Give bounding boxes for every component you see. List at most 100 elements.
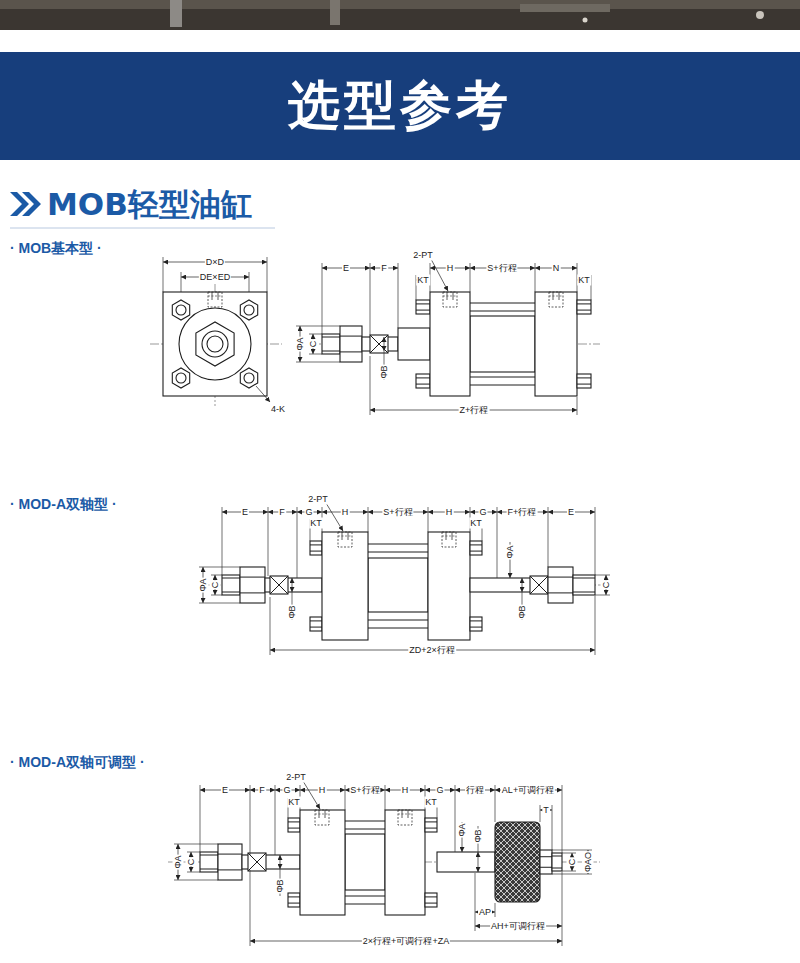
part-edge [552, 856, 562, 857]
part-outline [310, 541, 322, 555]
extension-line [595, 595, 610, 596]
part-edge [470, 627, 482, 628]
part-edge [240, 592, 265, 593]
extension-line [398, 263, 399, 328]
part-outline [573, 575, 595, 595]
part-edge [200, 869, 218, 870]
extension-line [495, 785, 496, 822]
extension-line [540, 805, 541, 822]
extension-line [250, 870, 251, 946]
part-edge [470, 544, 482, 545]
dimension-label: T [542, 805, 550, 816]
part-edge [322, 351, 340, 352]
dimension-label: F [380, 263, 388, 274]
dimension-label: C [567, 858, 578, 867]
part-edge [470, 377, 535, 378]
title-band: 选型参考 [0, 52, 800, 160]
part-outline [200, 852, 218, 872]
circle-outline [176, 373, 186, 383]
dimension-label: ZD+2×行程 [408, 645, 456, 656]
extension-line [595, 596, 596, 655]
dimension-line [292, 578, 293, 592]
chevron-icon [22, 192, 41, 216]
part-outline [437, 852, 495, 872]
dimension-label: ΦA [505, 544, 516, 559]
dimension-label: D×D [205, 257, 225, 268]
part-outline [368, 558, 428, 612]
dimension-label: C [210, 581, 221, 590]
dimension-label: S+行程 [382, 507, 413, 518]
part-edge [577, 377, 591, 378]
part-edge [288, 828, 300, 829]
extension-line [187, 852, 200, 853]
dimension-label: KT [469, 518, 483, 529]
part-edge [470, 385, 535, 386]
extension-line [222, 507, 223, 575]
port-symbol [338, 532, 352, 547]
dimension-label: 行程 [465, 785, 485, 796]
extension-line [275, 785, 276, 855]
section-heading: · MOD-A双轴可调型 · [10, 755, 145, 769]
part-outline [385, 810, 425, 915]
extension-line [296, 326, 340, 327]
extension-line [268, 507, 269, 576]
photo-detail [756, 11, 764, 19]
extension-line [562, 853, 576, 854]
dimension-label: F [278, 507, 286, 518]
extension-line [368, 507, 369, 532]
dimension-label: F+行程 [507, 507, 538, 518]
part-edge [345, 821, 385, 822]
part-outline [322, 334, 340, 354]
extension-line [174, 880, 218, 881]
part-outline [470, 541, 482, 555]
extension-line [370, 356, 371, 415]
part-edge [345, 896, 385, 897]
part-edge [270, 576, 288, 594]
part-edge [368, 544, 428, 545]
port-symbol [442, 532, 456, 547]
part-outline [248, 853, 266, 871]
part-outline [428, 532, 470, 640]
part-outline [398, 328, 430, 360]
dimension-label: 2×行程+可调行程+ZA [362, 936, 450, 947]
dimension-line [280, 855, 281, 869]
part-edge [530, 576, 548, 594]
port-symbol [338, 536, 352, 537]
section-heading: · MOD-A双轴型 · [10, 497, 117, 511]
part-edge [288, 821, 300, 822]
extension-line [297, 507, 298, 578]
port-symbol [218, 292, 219, 300]
part-edge [248, 853, 266, 871]
port-symbol [325, 810, 326, 818]
photo-detail [330, 0, 340, 25]
extension-line [475, 873, 476, 931]
part-edge [310, 544, 322, 545]
part-edge [240, 577, 265, 578]
part-edge [368, 552, 428, 553]
port-symbol [408, 810, 409, 818]
extension-line [495, 903, 496, 917]
part-outline [218, 844, 242, 880]
part-outline [470, 316, 535, 372]
port-symbol [398, 810, 412, 825]
extension-line [187, 872, 200, 873]
port-symbol [559, 292, 560, 300]
part-outline [222, 575, 240, 595]
part-outline [345, 834, 385, 890]
extension-line [552, 874, 592, 875]
dimension-label: 2-PT [307, 494, 329, 505]
dimension-label: E [241, 507, 249, 518]
section-heading: · MOB基本型 · [10, 241, 102, 255]
part-edge [416, 377, 430, 378]
dimension-label: C [308, 340, 319, 349]
dimension-line [522, 578, 523, 592]
part-edge [425, 828, 437, 829]
port-symbol [549, 296, 563, 297]
port-symbol [443, 296, 457, 297]
extension-line [562, 785, 563, 853]
photo-strip [0, 0, 800, 30]
part-edge [368, 628, 428, 629]
part-outline [416, 300, 430, 314]
